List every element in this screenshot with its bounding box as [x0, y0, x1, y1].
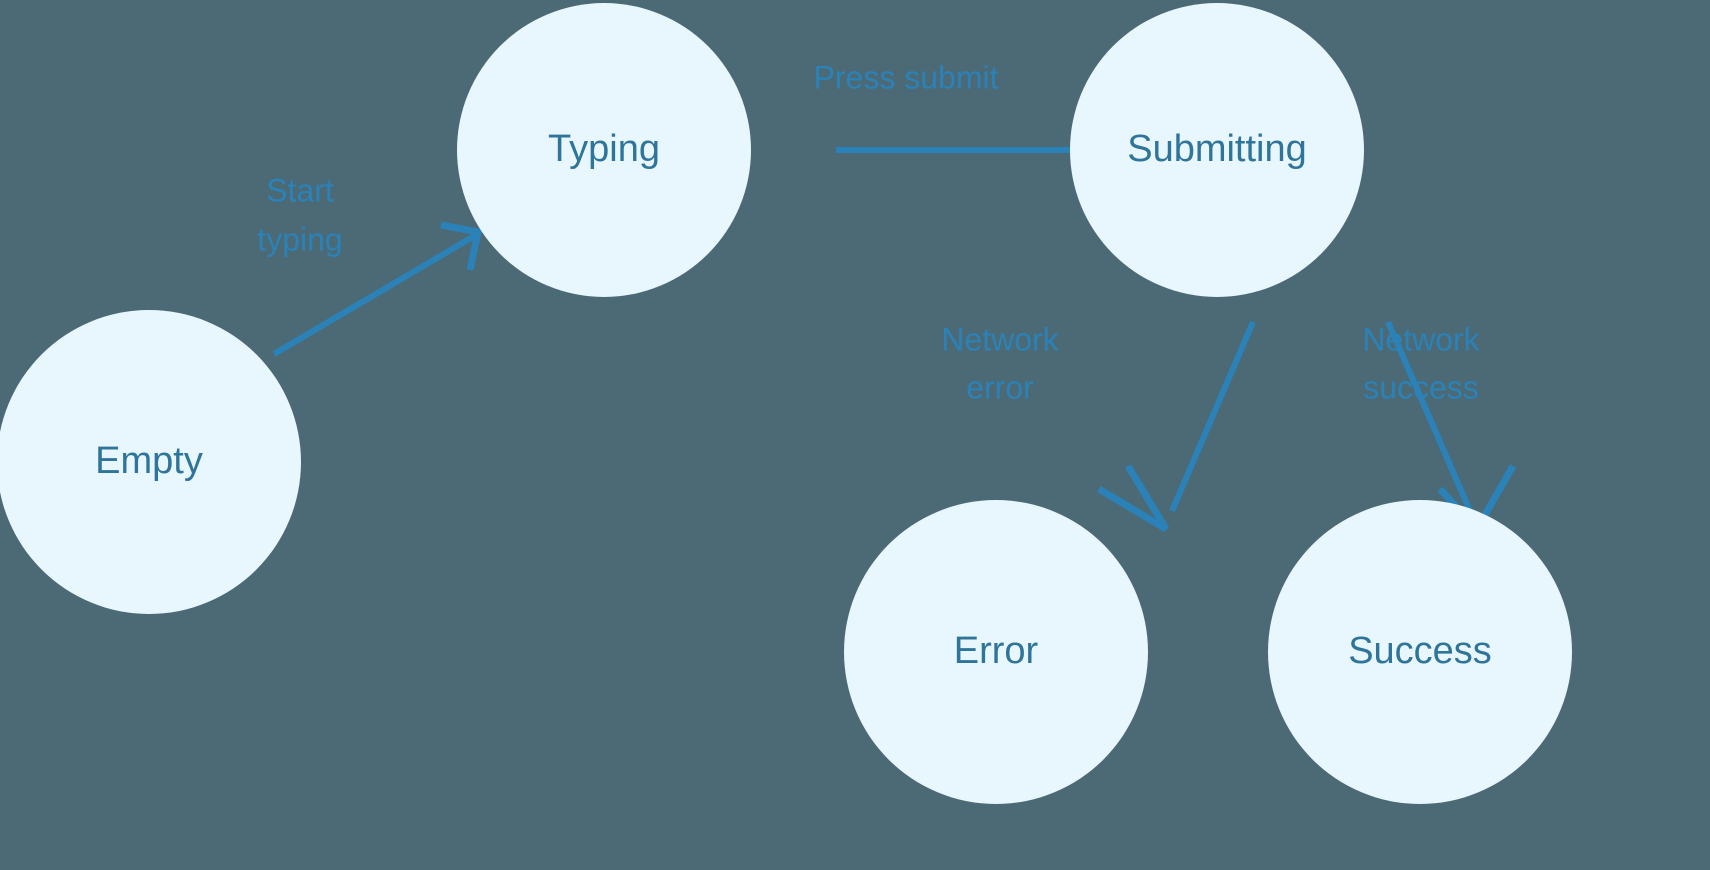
edge-label-line-network: Network [941, 321, 1059, 357]
node-circle-typing[interactable] [457, 3, 751, 297]
node-circle-submitting[interactable] [1070, 3, 1364, 297]
node-label-success: Success [1348, 630, 1492, 672]
edge-label-line-typing: typing [257, 221, 342, 257]
edge-line-submitting-to-success [1385, 320, 1473, 513]
edge-label-line-network: Network [1362, 321, 1480, 357]
edge-label-line-press-submit: Press submit [814, 59, 999, 95]
node-empty[interactable]: Empty [0, 310, 301, 614]
edge-submitting-to-error [1097, 320, 1256, 533]
arrowhead-submitting-to-error [1097, 464, 1169, 533]
node-error[interactable]: Error [844, 500, 1148, 804]
edge-empty-to-typing [272, 221, 483, 357]
node-label-typing: Typing [548, 128, 660, 170]
edge-label-submitting-to-success: Network success [1362, 321, 1480, 405]
arrowhead-empty-to-typing [440, 221, 483, 271]
node-circle-empty[interactable] [0, 310, 301, 614]
edge-label-line-start: Start [266, 172, 334, 208]
edge-label-typing-to-submitting: Press submit [814, 59, 999, 95]
edge-line-empty-to-typing [272, 232, 478, 357]
node-circle-success[interactable] [1268, 500, 1572, 804]
edge-label-line-success: success [1363, 369, 1479, 405]
node-typing[interactable]: Typing [457, 3, 751, 297]
node-label-error: Error [954, 630, 1039, 672]
edge-label-line-error: error [966, 369, 1034, 405]
node-success[interactable]: Success [1268, 500, 1572, 804]
node-label-submitting: Submitting [1127, 128, 1307, 170]
edge-label-submitting-to-error: Network error [941, 321, 1059, 405]
node-submitting[interactable]: Submitting [1070, 3, 1364, 297]
edge-line-submitting-to-error [1169, 320, 1256, 513]
node-circle-error[interactable] [844, 500, 1148, 804]
node-label-empty: Empty [95, 440, 203, 482]
edge-label-empty-to-typing: Start typing [257, 172, 342, 257]
